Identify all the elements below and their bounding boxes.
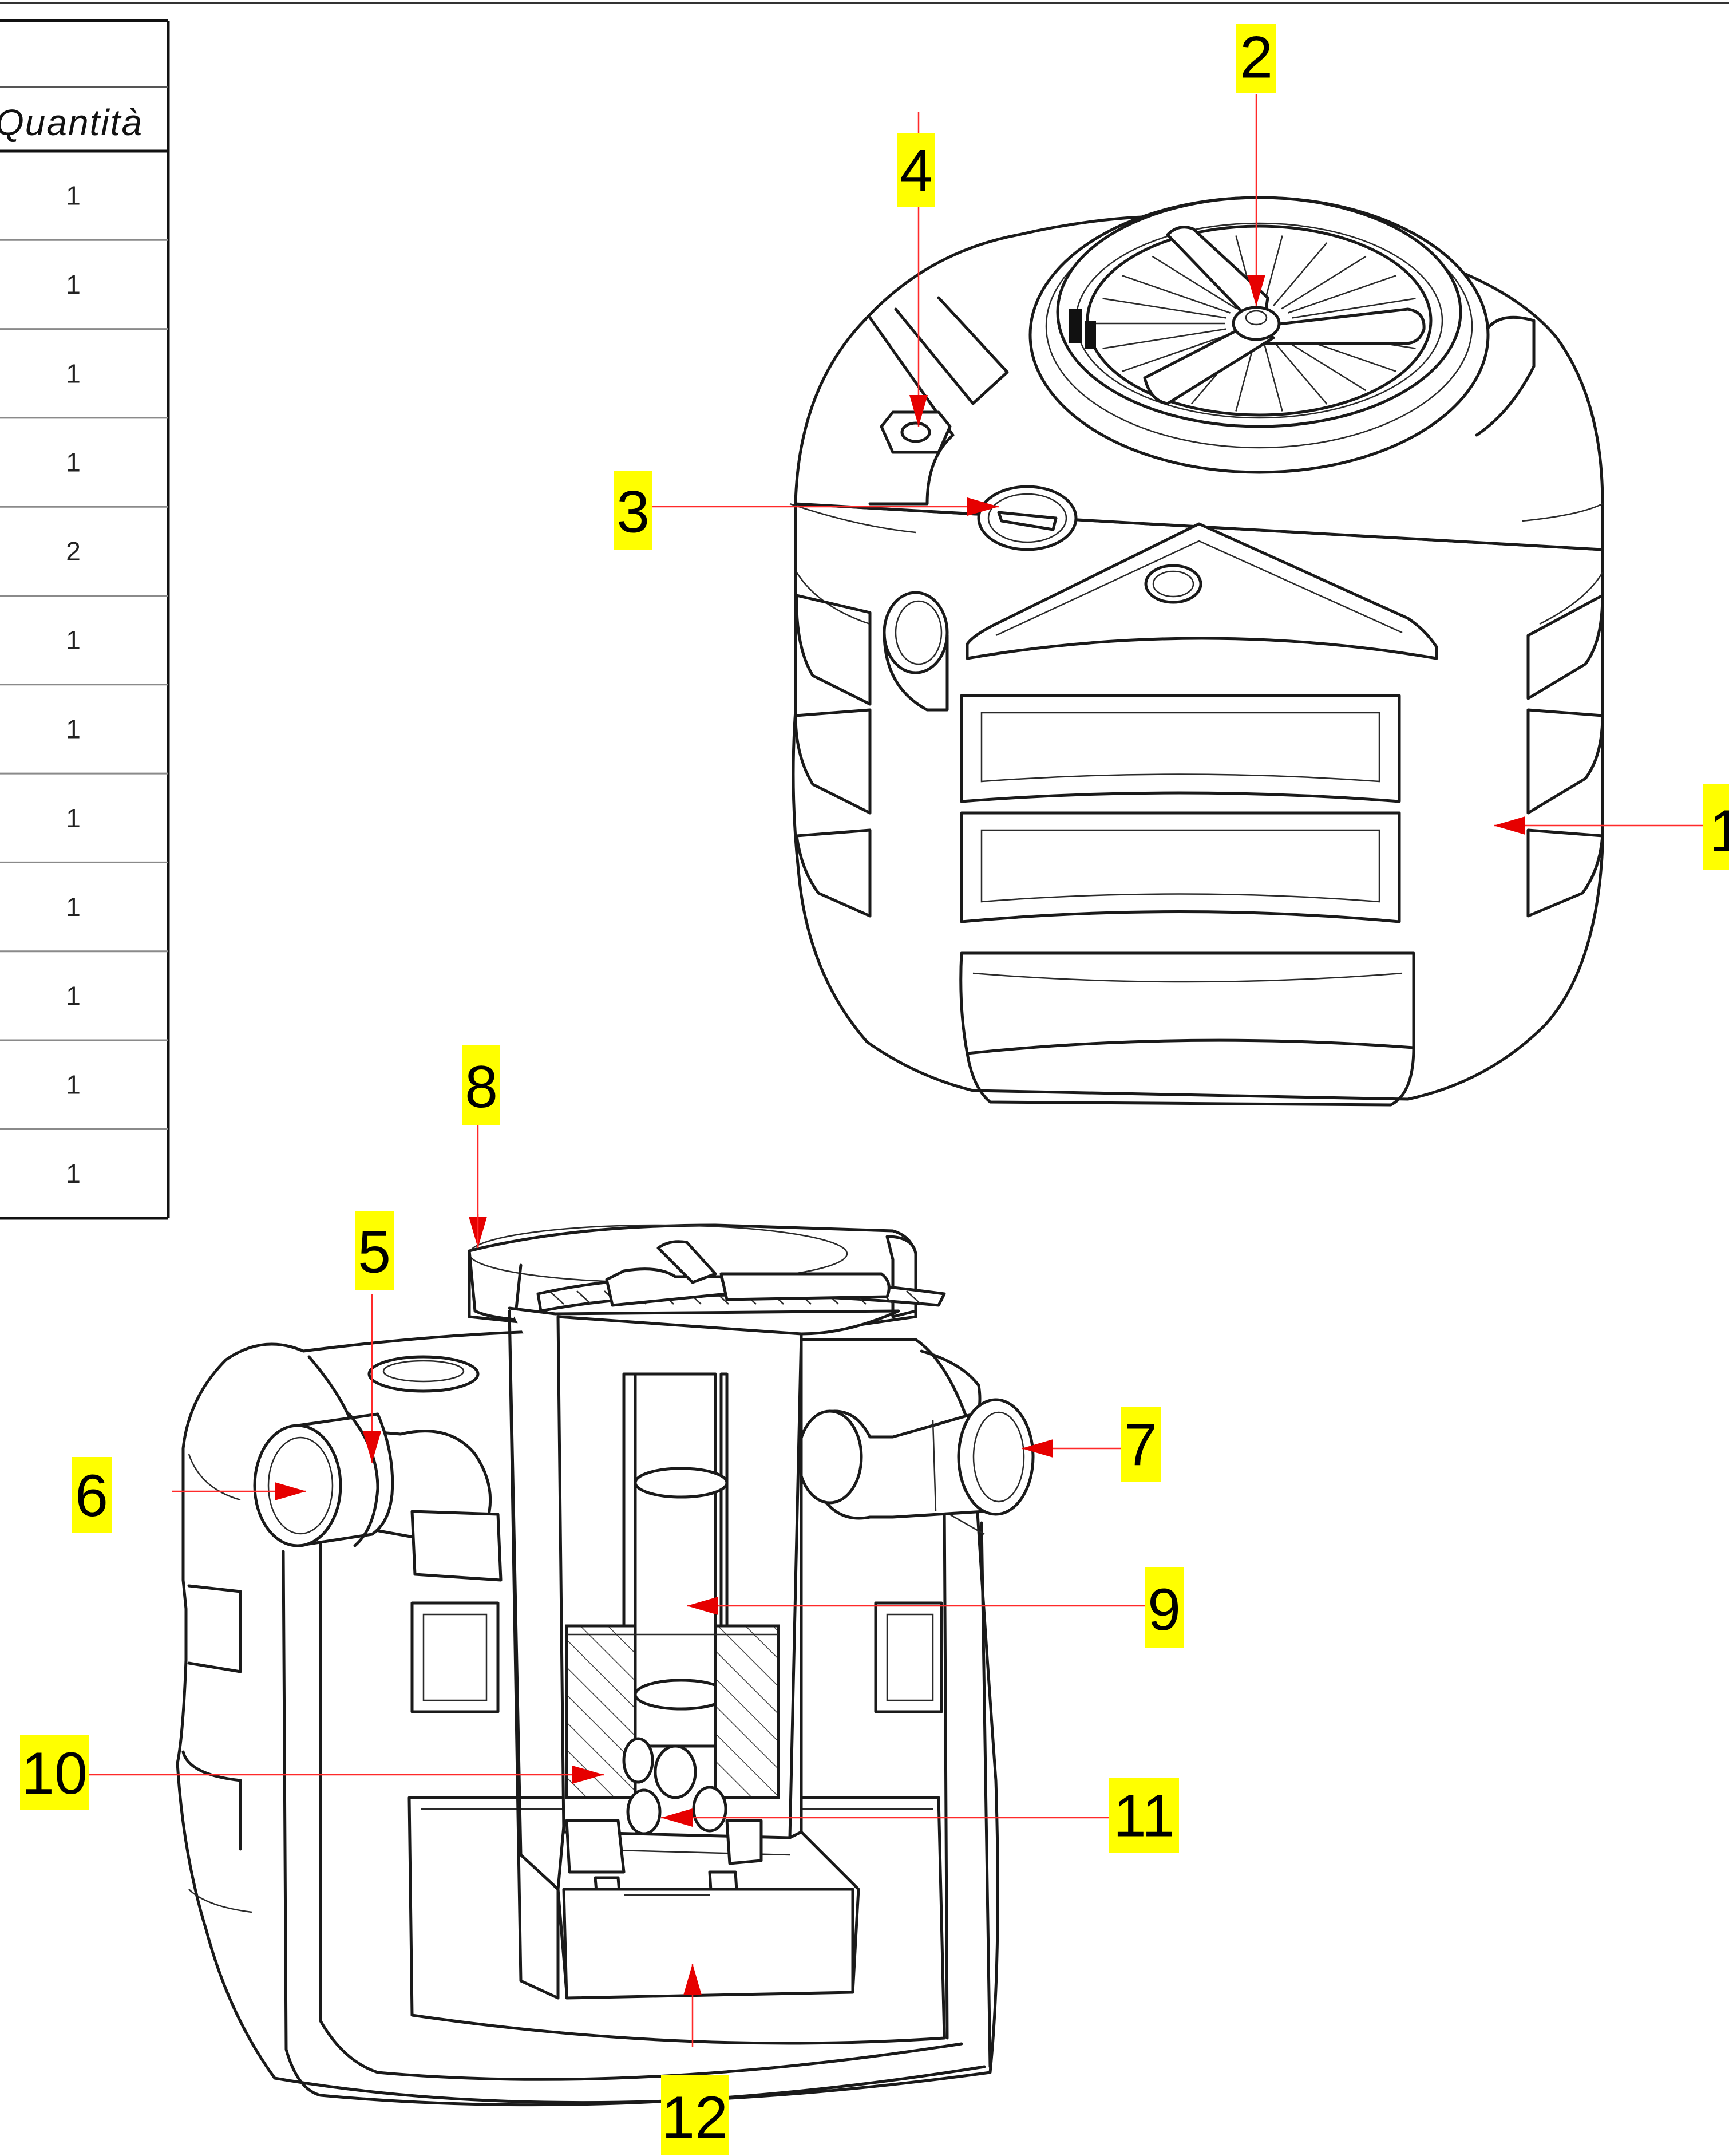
callout-label: 11 (1113, 1783, 1175, 1849)
front-gusset (966, 522, 1438, 660)
quantity-cell: 1 (66, 625, 81, 655)
tank-cutaway-view (176, 1223, 1035, 2107)
callout-label: 2 (1240, 25, 1273, 91)
quantity-cell: 1 (66, 181, 81, 211)
callout-label: 4 (900, 137, 933, 204)
parts-table: Quantità 1 1 1 1 2 1 1 1 1 1 1 1 (0, 19, 170, 1220)
callout-label: 12 (662, 2084, 728, 2151)
top-vent-cap (367, 1355, 480, 1393)
front-panel-middle (960, 811, 1401, 923)
lid-handle-hub (1232, 306, 1281, 341)
bottom-chamber (562, 1888, 854, 2000)
tank-exterior-view (789, 196, 1604, 1107)
inlet-pipe-mouth (253, 1424, 342, 1547)
perforation-hole (654, 1744, 697, 1799)
callout-label: 1 (1709, 798, 1729, 864)
front-panel-lower (959, 951, 1415, 1055)
callout-label: 5 (358, 1219, 391, 1286)
callout-label: 3 (616, 479, 650, 546)
outlet-pipe-mouth (957, 1398, 1035, 1516)
quantity-cell: 1 (66, 803, 81, 833)
callout-label: 9 (1148, 1577, 1181, 1643)
callout-label: 7 (1124, 1412, 1157, 1478)
quantity-cell: 1 (66, 270, 81, 299)
quantity-column-header: Quantità (0, 102, 143, 143)
filter-media-right (714, 1624, 780, 1799)
leader-lines (86, 94, 1708, 2047)
quantity-cell: 1 (66, 1070, 81, 1100)
quantity-cell: 1 (66, 981, 81, 1010)
quantity-cell: 1 (66, 1159, 81, 1188)
quantity-cell: 2 (66, 536, 81, 566)
quantity-cell: 1 (66, 892, 81, 922)
quantity-cell: 1 (66, 358, 81, 388)
callout-label: 10 (21, 1740, 88, 1807)
inspection-cap (977, 485, 1078, 551)
front-panel-upper (960, 694, 1401, 803)
quantity-cell: 1 (66, 448, 81, 477)
callout-label: 6 (75, 1463, 108, 1529)
callout-label: 8 (465, 1054, 498, 1120)
quantity-cell: 1 (66, 714, 81, 744)
lid-logo-mark (1069, 309, 1096, 349)
side-inlet-port (883, 591, 949, 674)
